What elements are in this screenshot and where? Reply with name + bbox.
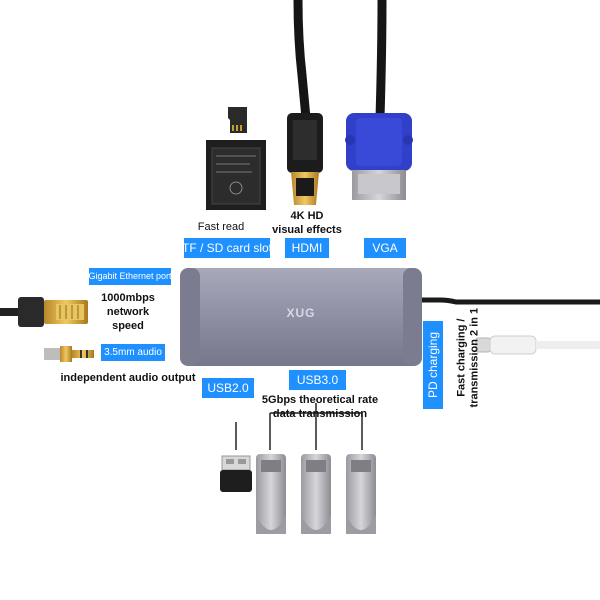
pd-note-line2: transmission 2 in 1 <box>468 307 480 408</box>
vga-cable-icon <box>345 0 413 200</box>
usb-hub-body <box>180 268 422 366</box>
usb3-note-line2: data transmission <box>272 407 368 420</box>
usb3-plug-icon-2 <box>301 454 331 534</box>
hdmi-cable-icon <box>287 0 323 205</box>
hdmi-note: 4K HD visual effects <box>272 210 342 238</box>
audio-note: independent audio output <box>60 372 196 384</box>
pd-charging-note: Fast charging / transmission 2 in 1 <box>455 303 480 413</box>
hdmi-note-line2: visual effects <box>272 223 342 236</box>
pd-charging-label: PD charging <box>423 321 443 409</box>
pd-note-line1: Fast charging / <box>455 318 468 397</box>
ethernet-label: Gigabit Ethernet port <box>88 268 172 285</box>
ethernet-note-line2: network <box>106 305 150 318</box>
audio-label: 3.5mm audio <box>101 344 165 361</box>
usb3-plug-icon-3 <box>346 454 376 534</box>
sd-card-label: TF / SD card slot <box>182 238 272 258</box>
usb3-label: USB3.0 <box>289 370 346 390</box>
micro-sd-card-icon <box>228 107 247 133</box>
ethernet-note: 1000mbps network speed <box>98 292 158 333</box>
brand-logo: XUG <box>286 306 316 320</box>
hub-cable <box>422 297 600 305</box>
ethernet-note-line3: speed <box>112 319 144 332</box>
usb2-label: USB2.0 <box>202 378 254 398</box>
vga-label: VGA <box>364 238 406 258</box>
hdmi-note-line1: 4K HD <box>290 210 324 222</box>
usb3-note: 5Gbps theoretical rate data transmission <box>260 394 380 422</box>
ethernet-plug-icon <box>0 297 88 327</box>
sd-card-note: Fast read <box>197 221 245 233</box>
sd-card-icon <box>206 140 266 210</box>
hdmi-label: HDMI <box>285 238 329 258</box>
usb3-note-line1: 5Gbps theoretical rate <box>261 394 379 406</box>
usb2-plug-icon <box>220 422 252 492</box>
usb3-plug-icon-1 <box>256 454 286 534</box>
usb3-bracket-lines <box>269 403 363 450</box>
audio-jack-icon <box>44 346 94 362</box>
ethernet-note-line1: 1000mbps <box>101 292 155 304</box>
usb-c-plug-icon <box>475 335 600 355</box>
